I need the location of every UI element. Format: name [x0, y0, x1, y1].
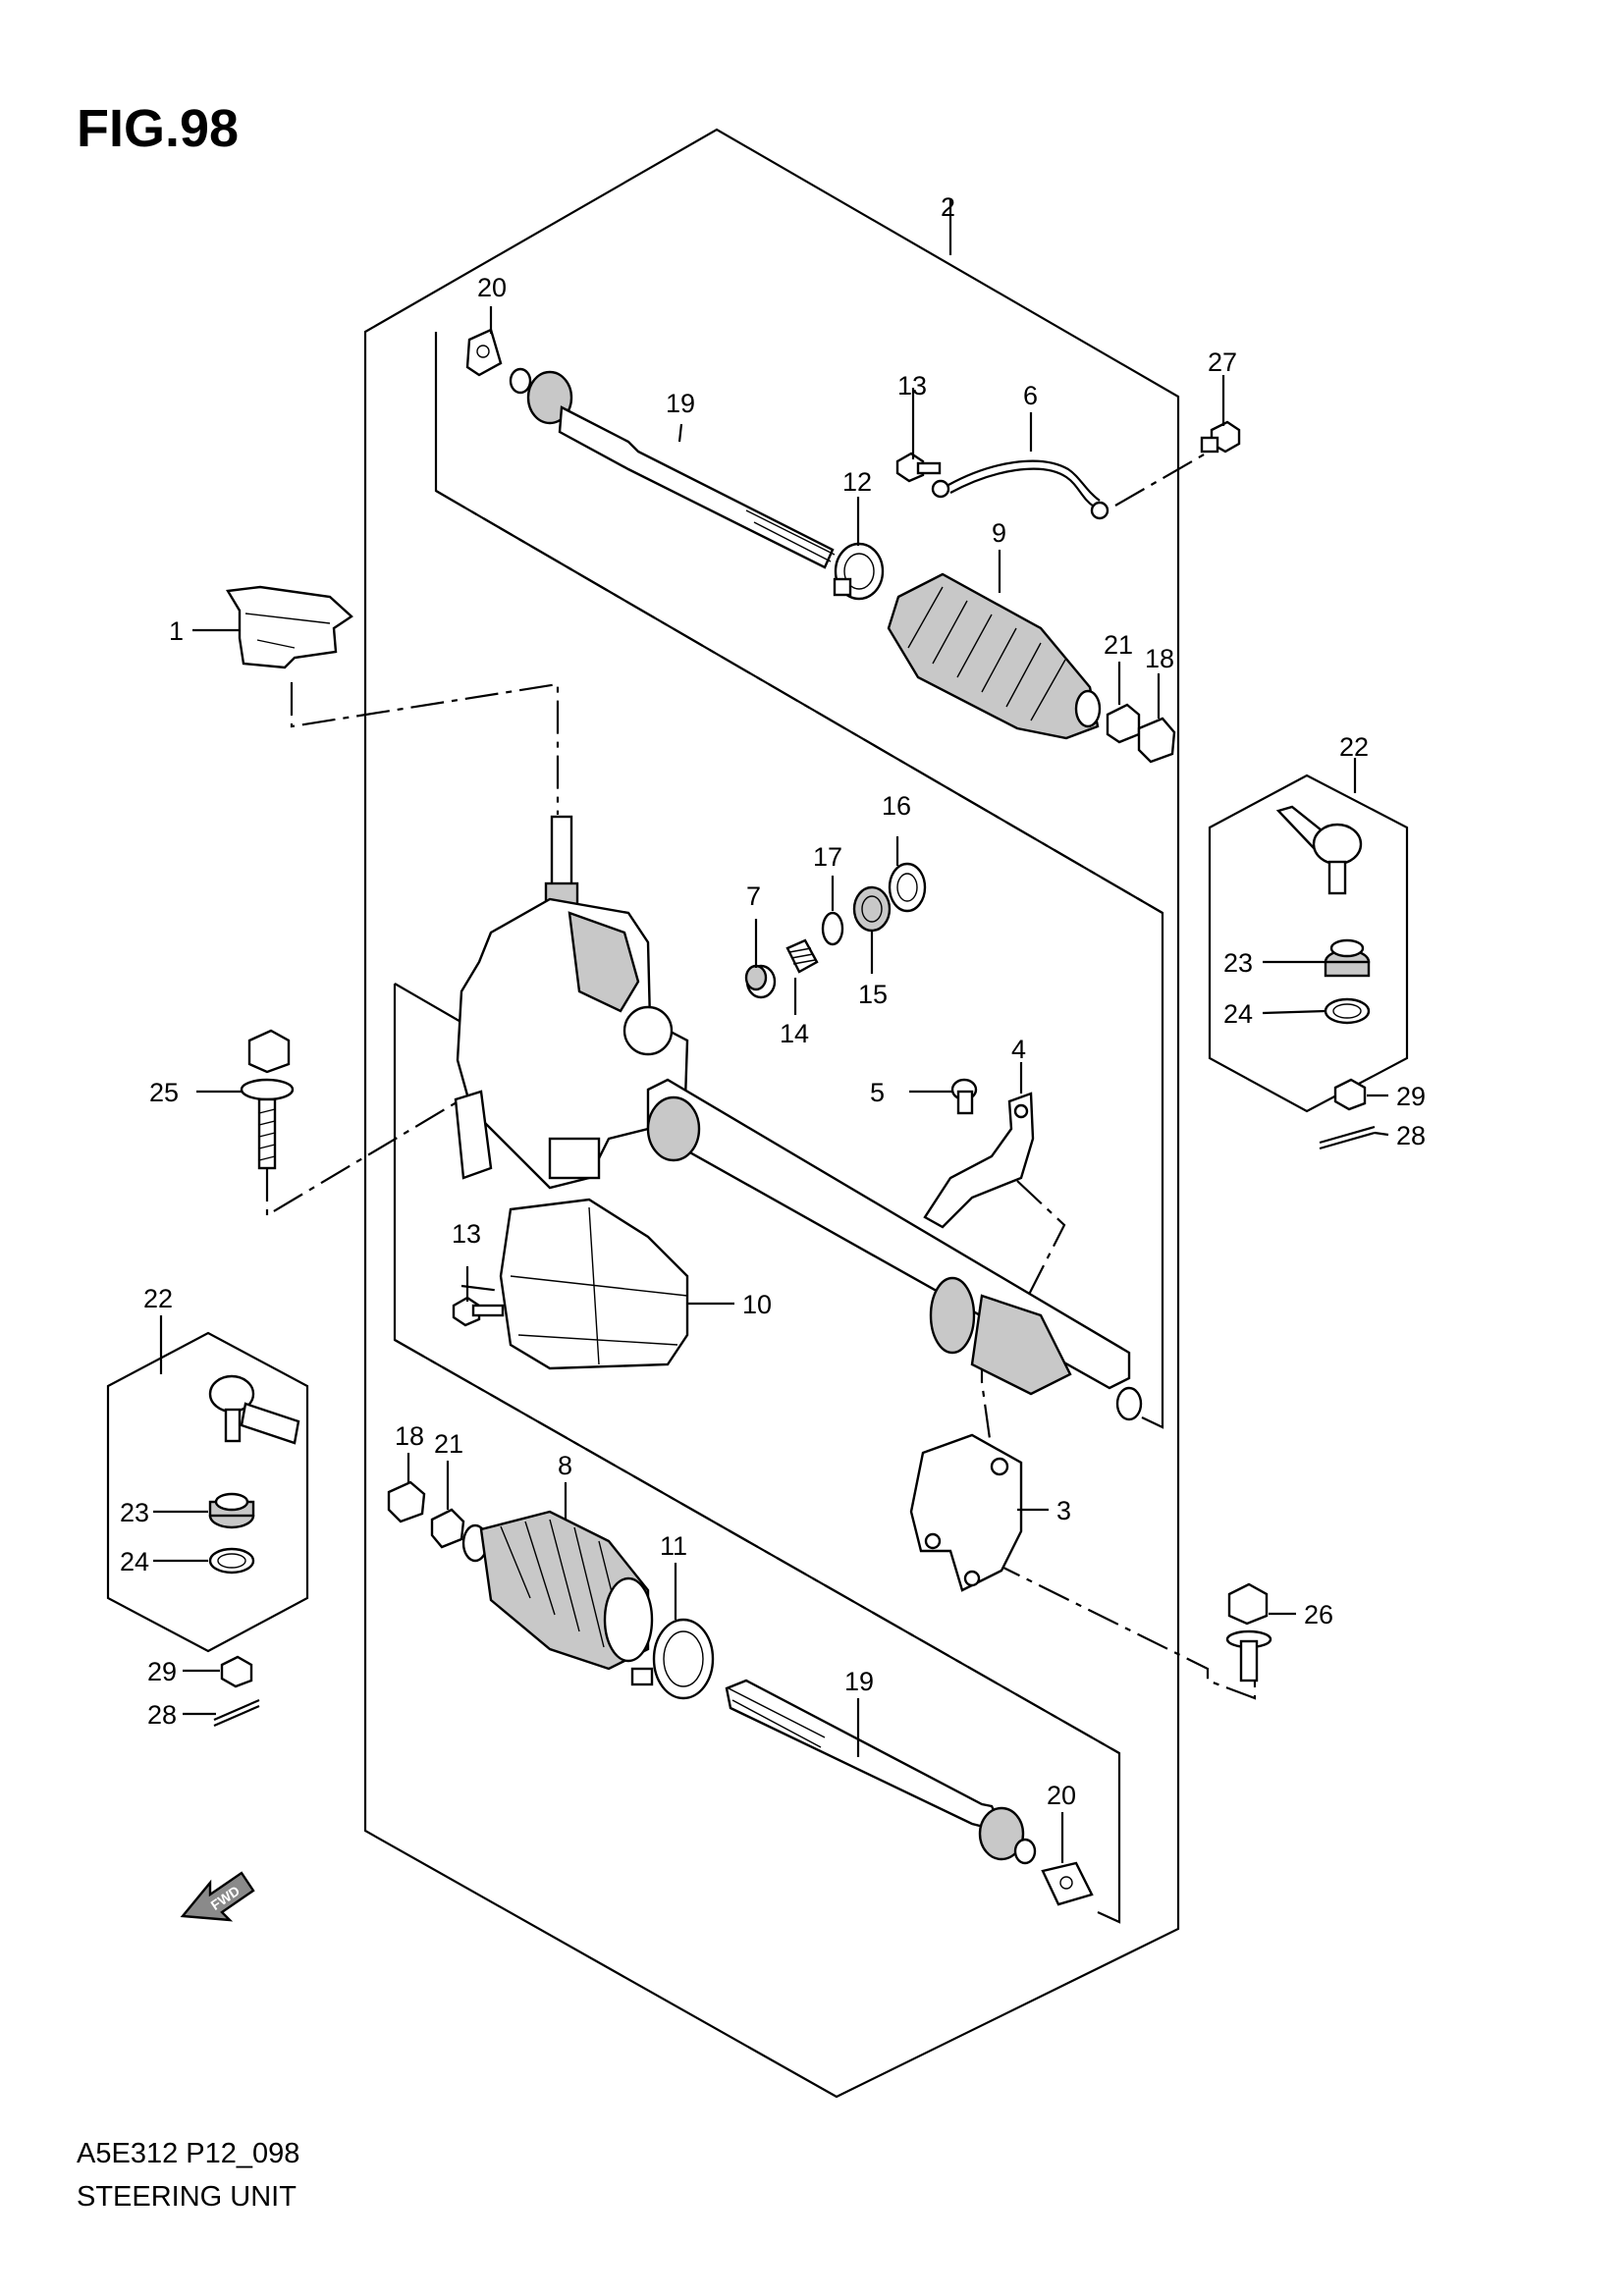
dash-line-1: [290, 682, 560, 815]
part-22-tie-rod-end-left: [208, 1374, 300, 1445]
part-10-cover: [499, 1198, 689, 1370]
callout-leaders: [153, 198, 1389, 1863]
callout-18-upper: 18: [1145, 644, 1174, 673]
part-12-clamp-upper: [833, 542, 885, 601]
callout-24-right: 24: [1223, 999, 1253, 1029]
dash-line-25: [265, 1098, 462, 1217]
callout-7: 7: [746, 881, 761, 911]
part-4-bracket: [923, 1092, 1035, 1229]
part-24-ring-left: [208, 1547, 255, 1575]
callout-13-lower: 13: [452, 1219, 481, 1249]
callout-22-left: 22: [143, 1284, 173, 1313]
part-19-tie-rod-lower: [725, 1679, 1037, 1865]
part-7-yoke: [744, 964, 777, 999]
callout-21-lower: 21: [434, 1429, 463, 1459]
part-6-ground-wire: [931, 459, 1109, 520]
callout-6: 6: [1023, 381, 1038, 410]
callout-27: 27: [1208, 347, 1237, 377]
frame-link-a: [394, 983, 470, 1028]
callout-5: 5: [870, 1078, 885, 1107]
part-3-bracket: [909, 1433, 1023, 1592]
callout-28-right: 28: [1396, 1121, 1426, 1150]
part-23-boot-left: [208, 1492, 255, 1529]
part-29-nut-left: [220, 1655, 253, 1688]
part-16-nut: [888, 862, 927, 913]
callout-10: 10: [742, 1290, 772, 1319]
callout-22-right: 22: [1339, 732, 1369, 762]
callout-9: 9: [992, 518, 1006, 548]
part-27-bolt: [1200, 420, 1241, 454]
part-11-clamp-lower: [630, 1618, 715, 1700]
callout-13-upper: 13: [897, 371, 927, 400]
steering-gear-housing: [454, 815, 689, 1190]
figure-code: A5E312 P12_098: [77, 2138, 300, 2169]
part-28-pin-right: [1319, 1125, 1376, 1150]
part-26-bolt: [1225, 1582, 1272, 1682]
figure-title: FIG.98: [77, 99, 240, 158]
callout-15: 15: [858, 980, 888, 1009]
callout-19-upper: 19: [666, 389, 695, 418]
part-13-bolt-upper: [895, 452, 942, 483]
callout-19-lower: 19: [844, 1667, 874, 1696]
part-14-spring: [785, 938, 819, 974]
part-13-bolt-lower: [452, 1296, 505, 1327]
callout-24-left: 24: [120, 1547, 149, 1576]
rack-tube: [646, 1078, 1143, 1421]
callout-23-left: 23: [120, 1498, 149, 1527]
callout-21-upper: 21: [1104, 630, 1133, 660]
part-23-boot-right: [1324, 938, 1371, 978]
callout-8: 8: [558, 1451, 572, 1480]
box-22-right: [1208, 774, 1409, 1113]
callout-numbers: 2 20 19 13 6 27 12 9 21 18 1 22 23 24 29…: [120, 192, 1426, 1810]
dash-line-lower: [394, 1339, 1120, 1754]
part-29-nut-right: [1333, 1078, 1367, 1111]
callout-14: 14: [780, 1019, 809, 1048]
callout-11: 11: [660, 1531, 687, 1561]
callout-25: 25: [149, 1078, 179, 1107]
callout-17: 17: [813, 842, 842, 872]
part-17-ring: [821, 911, 844, 946]
dash-line-26: [989, 1560, 1257, 1700]
part-18-nut-upper: [1137, 717, 1176, 764]
part-20-lock-plate-lower: [1041, 1861, 1094, 1906]
part-21-nut-upper: [1106, 703, 1141, 744]
callout-12: 12: [842, 467, 872, 497]
assembly-outline: [363, 128, 1180, 2099]
part-5-bolt: [950, 1078, 978, 1115]
part-18-nut-lower: [387, 1480, 426, 1523]
callout-29-right: 29: [1396, 1082, 1426, 1111]
part-25-bolt: [240, 1029, 295, 1170]
part-28-pin-left: [213, 1698, 260, 1728]
callout-4: 4: [1011, 1035, 1026, 1064]
figure-name: STEERING UNIT: [77, 2181, 297, 2213]
callout-28-left: 28: [147, 1700, 177, 1730]
callout-2: 2: [941, 192, 955, 222]
part-1-cover: [226, 585, 353, 669]
box-22-left: [106, 1331, 309, 1653]
callout-3: 3: [1056, 1496, 1071, 1525]
callout-29-left: 29: [147, 1657, 177, 1686]
callout-20-upper: 20: [477, 273, 507, 302]
part-9-boot-upper: [887, 572, 1102, 740]
part-21-nut-lower: [430, 1508, 465, 1549]
dash-line-top: [435, 490, 1163, 914]
part-19-tie-rod-upper: [509, 367, 836, 569]
fwd-arrow-icon: FWD: [180, 1871, 255, 1922]
part-15-plug: [852, 885, 892, 933]
callout-18-lower: 18: [395, 1421, 424, 1451]
part-24-ring-right: [1324, 997, 1371, 1025]
part-20-lock-plate-upper: [465, 328, 503, 377]
callout-16: 16: [882, 791, 911, 821]
callout-20-lower: 20: [1047, 1781, 1076, 1810]
part-22-tie-rod-end-right: [1275, 805, 1363, 895]
dash-line-27: [1114, 446, 1218, 507]
part-8-boot-lower: [461, 1510, 654, 1671]
callout-23-right: 23: [1223, 948, 1253, 978]
callout-1: 1: [169, 616, 184, 646]
callout-26: 26: [1304, 1600, 1333, 1629]
